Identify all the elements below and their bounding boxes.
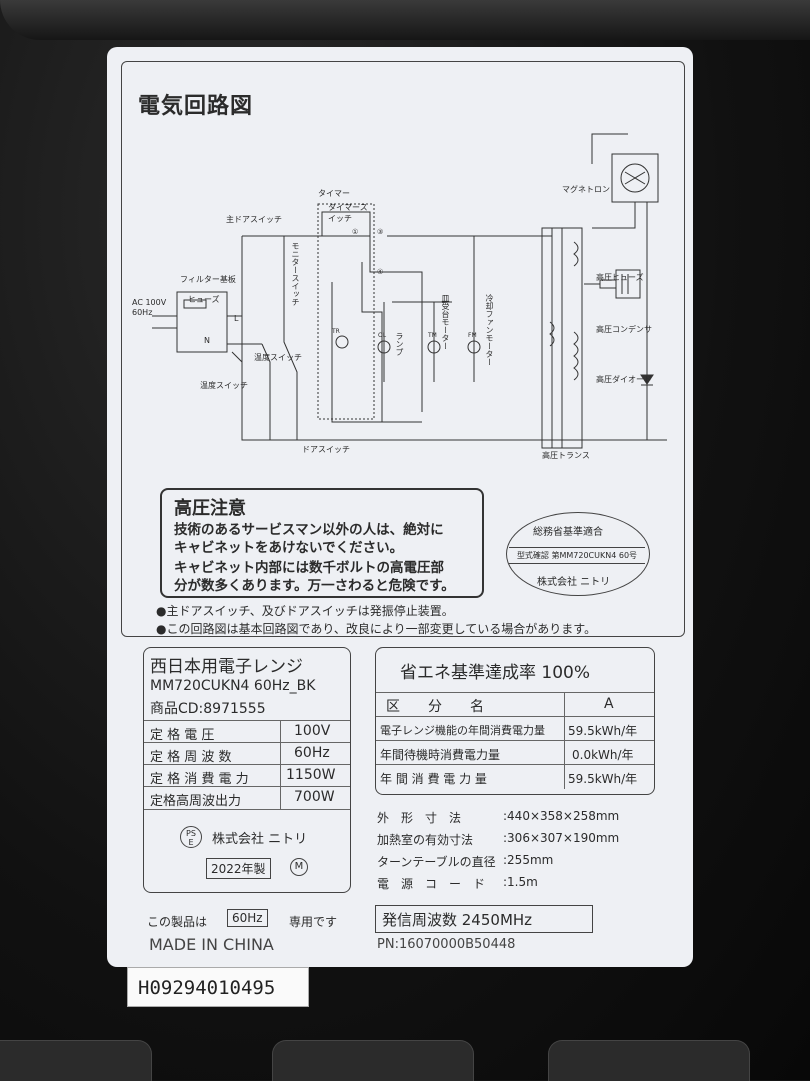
approval-line-3: 株式会社 ニトリ <box>537 577 611 588</box>
label-tr: TR <box>332 328 340 335</box>
dimension-value: :306×307×190mm <box>503 831 620 845</box>
spec-product-code: 商品CD:8971555 <box>150 701 266 717</box>
use-frequency: 60Hz <box>227 909 268 927</box>
label-door-switch: ドアスイッチ <box>302 445 350 454</box>
label-ac-input: AC 100V 60Hz <box>132 298 167 317</box>
label-pin-4: ④ <box>377 268 384 276</box>
label-fan-motor: 冷却ファンモーター <box>485 294 494 366</box>
circuit-diagram-panel: 電気回路図 <box>121 61 685 637</box>
approval-seal: 総務省基準適合 型式確認 第MM720CUKN4 60号 株式会社 ニトリ <box>506 512 650 596</box>
eco-label: 年間待機時消費電力量 <box>380 748 501 762</box>
eco-row: 年間待機時消費電力量 0.0kWh/年 <box>376 740 654 765</box>
note-2: ●この回路図は基本回路図であり、改良により一部変更している場合があります。 <box>156 622 597 636</box>
label-fuse: ヒューズ <box>188 295 220 304</box>
oscillation-frequency: 発信周波数 2450MHz <box>382 911 533 929</box>
label-hv-diode: 高圧ダイオード <box>596 375 652 384</box>
spec-label: 定 格 電 圧 <box>150 728 215 743</box>
eco-value: 59.5kWh/年 <box>568 724 638 738</box>
use-prefix: この製品は <box>147 915 208 929</box>
label-timer-switch: タイマースイッチ <box>328 203 368 223</box>
eco-header-row: 区 分 名 A <box>376 692 654 717</box>
spec-value: 1150W <box>286 767 336 783</box>
dimension-value: :440×358×258mm <box>503 809 620 823</box>
eco-row: 年 間 消 費 電 力 量 59.5kWh/年 <box>376 764 654 789</box>
spec-label: 定格高周波出力 <box>150 794 242 809</box>
note-1: ●主ドアスイッチ、及びドアスイッチは発振停止装置。 <box>156 604 454 618</box>
use-suffix: 専用です <box>289 915 338 929</box>
spec-row: 定 格 電 圧 100V <box>144 720 350 743</box>
vent-slot <box>272 1040 474 1081</box>
label-magnetron: マグネトロン <box>562 185 610 194</box>
dimension-label: 加熱室の有効寸法 <box>377 833 474 847</box>
eco-value: 59.5kWh/年 <box>568 772 638 786</box>
eco-label: 電子レンジ機能の年間消費電力量 <box>380 724 545 737</box>
label-n: N <box>204 336 210 345</box>
label-filter-board: フィルター基板 <box>180 275 236 284</box>
label-timer: タイマー <box>318 189 350 198</box>
warning-title: 高圧注意 <box>174 498 246 519</box>
eco-header-value: A <box>604 696 614 712</box>
energy-efficiency-table: 省エネ基準達成率 100% 区 分 名 A 電子レンジ機能の年間消費電力量 59… <box>375 647 655 795</box>
oscillation-frequency-box: 発信周波数 2450MHz <box>375 905 593 933</box>
eco-header-label: 区 分 名 <box>386 699 484 715</box>
spec-label: 定 格 周 波 数 <box>150 750 232 765</box>
serial-number-sticker: H09294010495 <box>127 967 309 1007</box>
label-fm: FM <box>468 332 477 339</box>
approval-line-2: 型式確認 第MM720CUKN4 60号 <box>509 547 645 564</box>
dimension-value: :1.5m <box>503 875 538 889</box>
spec-row: 定 格 周 波 数 60Hz <box>144 742 350 765</box>
warning-line-1: 技術のあるサービスマン以外の人は、絶対に <box>174 522 444 538</box>
eco-value: 0.0kWh/年 <box>572 748 634 762</box>
spec-maker: 株式会社 ニトリ <box>212 832 308 847</box>
spec-table: 西日本用電子レンジ MM720CUKN4 60Hz_BK 商品CD:897155… <box>143 647 351 893</box>
eco-row: 電子レンジ機能の年間消費電力量 59.5kWh/年 <box>376 716 654 741</box>
dimension-label: ターンテーブルの直径 <box>377 855 496 869</box>
high-voltage-warning: 高圧注意 技術のあるサービスマン以外の人は、絶対に キャビネットをあけないでくだ… <box>160 488 484 598</box>
part-number: PN:16070000B50448 <box>377 937 516 952</box>
spec-value: 100V <box>294 723 331 739</box>
label-lamp: ランプ <box>395 332 404 356</box>
spec-value: 700W <box>294 789 335 805</box>
made-in: MADE IN CHINA <box>149 935 274 954</box>
dimension-value: :255mm <box>503 853 554 867</box>
pse-mark: PS E <box>180 826 202 848</box>
rating-label: 電気回路図 <box>107 47 693 967</box>
label-main-door-switch: 主ドアスイッチ <box>226 215 282 224</box>
dimension-label: 外 形 寸 法 <box>377 811 462 825</box>
warning-line-3: キャビネット内部には数千ボルトの高電圧部 <box>174 560 444 576</box>
spec-year: 2022年製 <box>206 858 271 879</box>
warning-line-4: 分が数多くあります。万一さわると危険です。 <box>174 578 455 594</box>
label-monitor-switch: モニタースイッチ <box>291 242 300 306</box>
circuit-diagram <box>152 133 667 449</box>
spec-row: 定格高周波出力 700W <box>144 786 350 810</box>
spec-model: MM720CUKN4 60Hz_BK <box>150 678 316 694</box>
label-temp-switch-1: 温度スイッチ <box>254 353 302 362</box>
label-tm: TM <box>428 332 437 339</box>
spec-label: 定 格 消 費 電 力 <box>150 772 249 787</box>
approval-line-1: 総務省基準適合 <box>533 527 603 538</box>
vent-slot <box>0 1040 152 1081</box>
label-temp-switch-2: 温度スイッチ <box>200 381 248 390</box>
label-hv-transformer: 高圧トランス <box>542 451 590 460</box>
spec-row: 定 格 消 費 電 力 1150W <box>144 764 350 787</box>
label-l: L <box>234 314 239 323</box>
eco-label: 年 間 消 費 電 力 量 <box>380 772 487 786</box>
label-hv-capacitor: 高圧コンデンサ <box>596 325 652 334</box>
casing-top-edge <box>0 0 810 40</box>
label-plate-motor: 皿受台モーター <box>441 294 450 350</box>
label-hv-fuse: 高圧ヒューズ <box>596 273 644 282</box>
dimension-label: 電 源 コ ー ド <box>377 877 486 891</box>
label-ol: OL <box>378 332 387 339</box>
spec-region: 西日本用電子レンジ <box>150 657 303 677</box>
label-pin-3: ③ <box>377 228 384 236</box>
warning-line-2: キャビネットをあけないでください。 <box>174 540 404 556</box>
tr-coil <box>335 335 349 349</box>
vent-slot <box>548 1040 750 1081</box>
eco-title: 省エネ基準達成率 100% <box>400 663 591 683</box>
spec-value: 60Hz <box>294 745 330 761</box>
label-pin-1: ① <box>352 228 359 236</box>
m-mark: M <box>290 858 308 876</box>
diagram-title: 電気回路図 <box>138 94 254 119</box>
